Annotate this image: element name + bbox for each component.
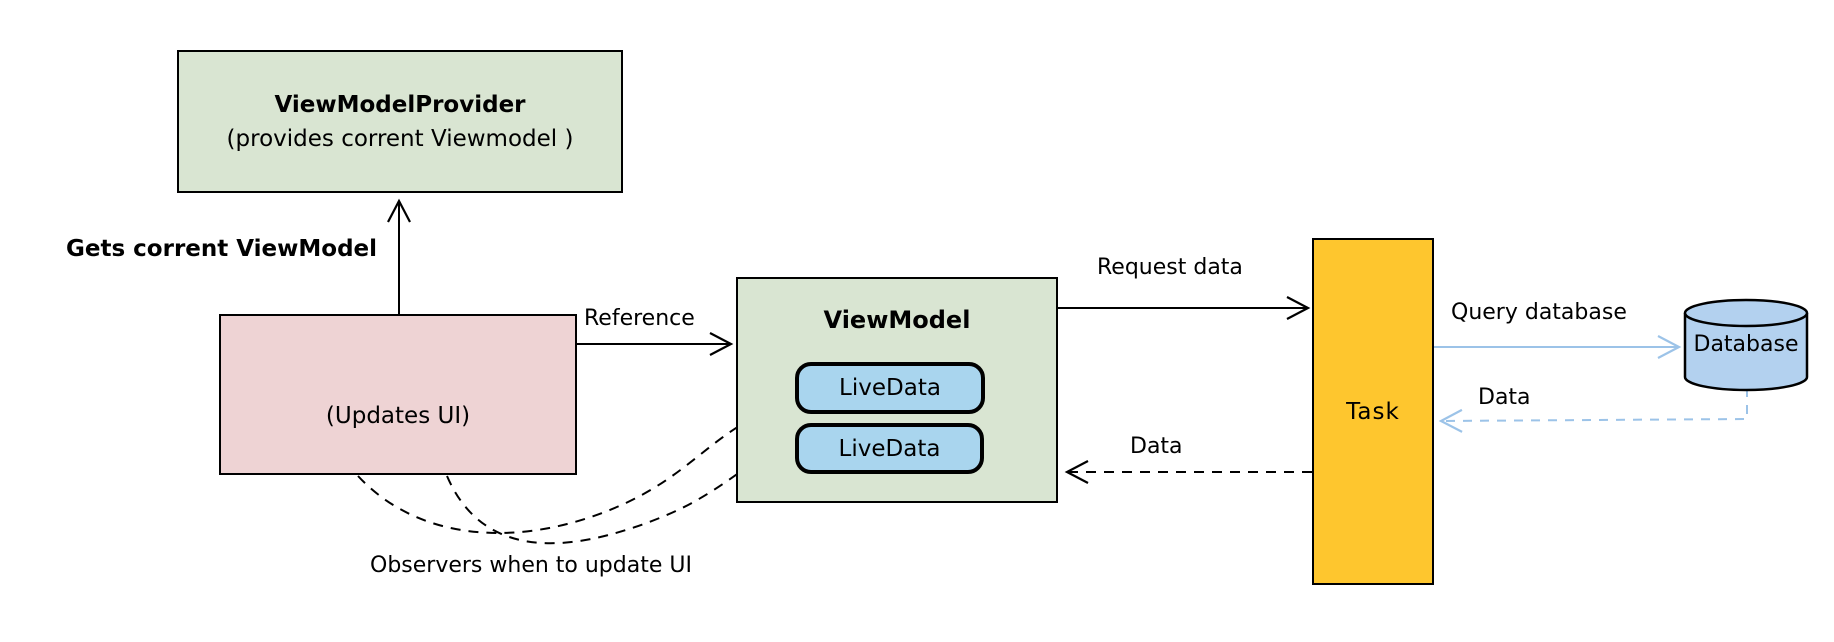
database-cylinder — [1683, 298, 1809, 392]
label-data-to-viewmodel: Data — [1130, 434, 1183, 459]
viewmodelprovider-subtitle: (provides corrent Viewmodel ) — [226, 125, 574, 152]
label-query-database: Query database — [1451, 300, 1627, 325]
label-observers: Observers when to update UI — [370, 553, 692, 578]
viewmodelprovider-node: ViewModelProvider (provides corrent View… — [177, 50, 623, 193]
label-data-from-database: Data — [1478, 385, 1531, 410]
livedata-2-node: LiveData — [795, 423, 984, 474]
task-node: Task — [1312, 238, 1434, 585]
label-gets-current-viewmodel: Gets corrent ViewModel — [66, 236, 378, 262]
updates-ui-node: (Updates UI) — [219, 314, 577, 475]
task-label: Task — [1346, 398, 1400, 425]
label-request-data: Request data — [1097, 255, 1243, 280]
database-label: Database — [1693, 332, 1799, 357]
label-reference: Reference — [584, 306, 695, 331]
observer-curve-upper — [357, 399, 788, 534]
viewmodel-title: ViewModel — [823, 306, 971, 334]
viewmodelprovider-title: ViewModelProvider — [274, 91, 526, 118]
updates-ui-label: (Updates UI) — [325, 402, 471, 429]
livedata-1-node: LiveData — [795, 362, 985, 414]
